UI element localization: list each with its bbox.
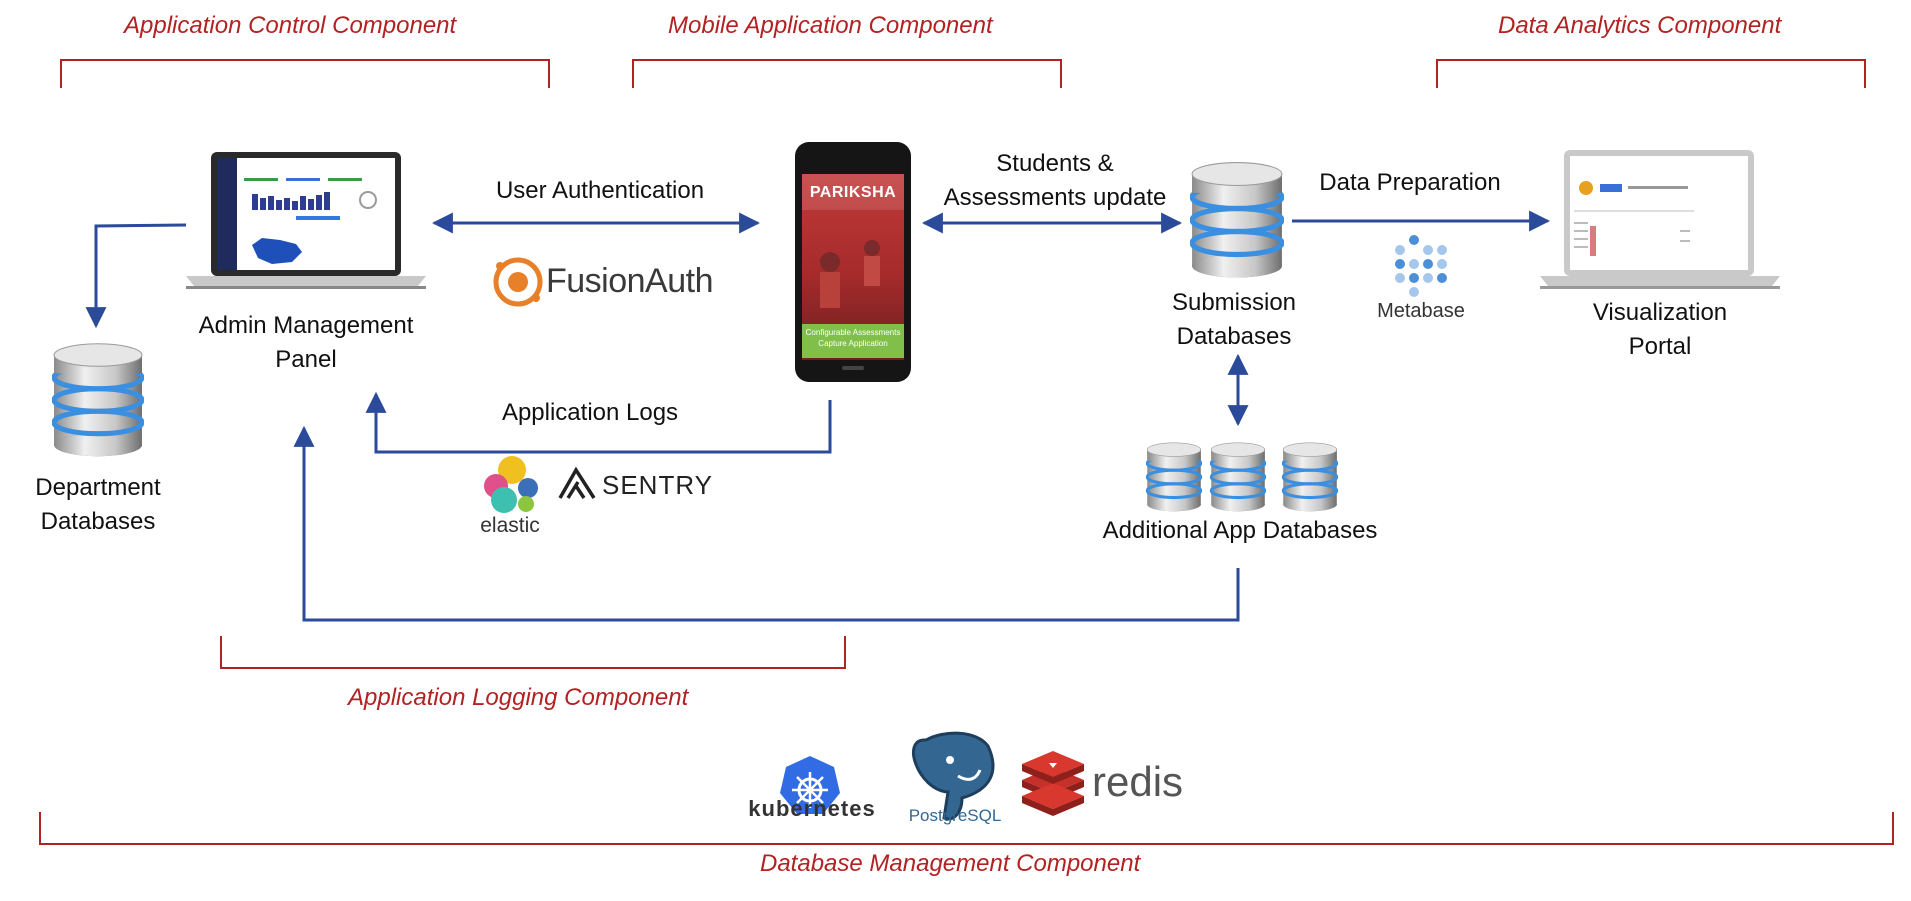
flow-label-students-update: Students & Assessments update — [943, 150, 1167, 211]
node-label-visualization: Visualization Portal — [1592, 299, 1728, 360]
additional-db-icon-1 — [1146, 442, 1202, 512]
admin-panel-laptop-icon — [186, 152, 426, 289]
arrow-admin-to-department-db — [85, 223, 187, 329]
flow-label-app-logs: Application Logs — [501, 399, 679, 426]
section-title-app-logging: Application Logging Component — [348, 684, 689, 711]
bracket-data-analytics — [1436, 59, 1866, 88]
redis-logo-text: redis — [1092, 758, 1184, 805]
fusionauth-logo-icon — [493, 257, 543, 307]
section-title-data-analytics: Data Analytics Component — [1498, 12, 1782, 39]
phone-brand: PARIKSHA — [809, 184, 897, 201]
section-title-app-control: Application Control Component — [124, 12, 457, 39]
arrow-app-logs — [365, 391, 832, 454]
redis-logo-icon — [1022, 751, 1084, 816]
kubernetes-logo-icon — [780, 756, 840, 814]
node-label-department-db: Department Databases — [35, 474, 161, 535]
node-label-submission-db: Submission Databases — [1171, 289, 1297, 350]
metabase-logo-text: Metabase — [1377, 300, 1465, 322]
postgresql-logo-text: PostgreSQL — [908, 806, 1002, 825]
phone-tagline: Configurable Assessments Capture Applica… — [805, 328, 901, 348]
section-title-mobile-app: Mobile Application Component — [668, 12, 993, 39]
sentry-logo-text: SENTRY — [602, 470, 713, 500]
node-label-additional-db: Additional App Databases — [1102, 517, 1378, 544]
section-title-db-management: Database Management Component — [760, 850, 1141, 877]
sentry-logo-icon — [558, 466, 596, 499]
visualization-laptop-icon — [1540, 150, 1780, 289]
node-label-admin-panel: Admin Management Panel — [198, 312, 414, 373]
bracket-app-control — [60, 59, 550, 88]
postgresql-logo-icon — [912, 731, 995, 821]
fusionauth-logo-text: FusionAuth — [546, 262, 714, 300]
bracket-mobile-app — [632, 59, 1062, 88]
elastic-logo-text: elastic — [480, 514, 540, 537]
kubernetes-logo-text: kubernetes — [748, 796, 876, 821]
bracket-app-logging — [220, 636, 846, 669]
flow-label-data-prep: Data Preparation — [1319, 169, 1501, 196]
submission-db-icon — [1192, 163, 1282, 278]
bracket-db-management — [39, 812, 1894, 845]
pariksha-phone-icon — [795, 142, 911, 382]
arrow-additional-to-admin — [293, 425, 1240, 622]
additional-db-icon-2 — [1210, 442, 1266, 512]
department-db-icon — [54, 344, 142, 456]
metabase-logo-icon — [1395, 235, 1447, 297]
elastic-logo-icon — [484, 456, 538, 513]
flow-label-user-auth: User Authentication — [495, 177, 705, 204]
additional-db-icon-3 — [1282, 442, 1338, 512]
